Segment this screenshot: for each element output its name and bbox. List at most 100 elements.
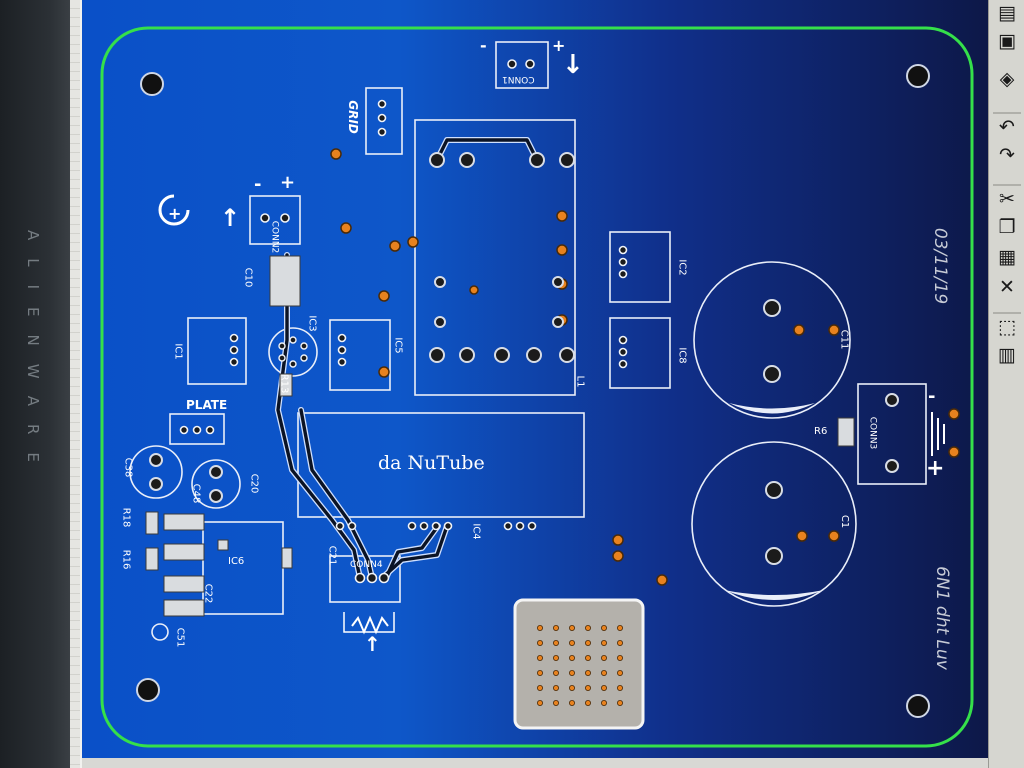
heatsink-pad — [513, 598, 645, 730]
thermal-via — [552, 670, 559, 677]
ic5-outline — [329, 319, 391, 391]
label-ic3: IC3 — [306, 315, 318, 332]
ground-symbol — [931, 412, 945, 456]
via-pad — [389, 240, 401, 252]
ic2-outline — [609, 231, 671, 303]
thermal-via — [584, 670, 591, 677]
redo-icon[interactable]: ↷ — [999, 144, 1015, 166]
th-pad — [429, 152, 445, 168]
via-pad — [612, 534, 624, 546]
ic6-outline — [202, 521, 284, 615]
save-icon[interactable]: ▣ — [998, 30, 1016, 52]
via-pad — [556, 210, 568, 222]
pin — [337, 345, 347, 355]
r6-res — [837, 417, 855, 447]
l1-outline — [414, 119, 576, 396]
th-pad — [434, 276, 446, 288]
th-pad — [209, 489, 223, 503]
grid-conn-outline — [365, 87, 403, 155]
select-icon[interactable]: ⬚ — [993, 312, 1021, 340]
pin — [337, 357, 347, 367]
thermal-via — [584, 625, 591, 632]
th-pad — [885, 459, 899, 473]
minus-sign-conn3: - — [928, 386, 936, 407]
ic4-outline — [297, 412, 585, 518]
r16-res — [145, 547, 159, 571]
pin — [618, 335, 628, 345]
label-c11: C11 — [838, 329, 850, 350]
group-icon[interactable]: ▥ — [998, 344, 1016, 366]
undo-icon[interactable]: ↶ — [993, 112, 1021, 140]
label-r16: R16 — [120, 549, 132, 570]
thermal-via — [601, 655, 608, 662]
paste-icon[interactable]: ▦ — [998, 246, 1016, 268]
cut-icon[interactable]: ✂ — [993, 184, 1021, 212]
c38-outline — [129, 445, 183, 499]
thermal-via — [552, 640, 559, 647]
via-pad — [828, 530, 840, 542]
via-pad — [828, 324, 840, 336]
bezel-brand: ALIENWARE — [24, 230, 42, 480]
ic1-outline — [187, 317, 247, 385]
label-c1: C1 — [839, 514, 851, 529]
pin — [354, 572, 366, 584]
thermal-via — [568, 640, 575, 647]
label-c20: C20 — [248, 473, 260, 494]
orange-pads — [330, 148, 960, 586]
label-conn4: CONN4 — [350, 560, 383, 570]
thermal-via — [568, 700, 575, 707]
monitor-bezel: ALIENWARE — [0, 0, 70, 768]
horizontal-scrollbar[interactable] — [82, 758, 988, 768]
pcb-drawing[interactable] — [82, 0, 988, 758]
pin — [377, 99, 387, 109]
th-pad — [149, 477, 163, 491]
thermal-via — [568, 685, 575, 692]
th-pad — [526, 347, 542, 363]
thermal-via — [568, 670, 575, 677]
via-pad — [656, 574, 668, 586]
pin — [507, 59, 517, 69]
thermal-via — [617, 640, 624, 647]
pin — [443, 521, 453, 531]
resistor-bracket — [343, 612, 395, 633]
mounting-hole — [140, 72, 164, 96]
via-pad — [378, 366, 390, 378]
board-title: da NuTube — [378, 452, 485, 474]
thermal-via — [584, 640, 591, 647]
label-c51: C51 — [174, 627, 186, 648]
r18-res — [145, 511, 159, 535]
c48-cap — [163, 513, 205, 531]
label-r6: R6 — [814, 426, 828, 437]
via-pad — [948, 408, 960, 420]
th-pad — [209, 465, 223, 479]
th-pad — [765, 481, 783, 499]
up-arrow-conn2: ↑ — [220, 204, 241, 232]
label-c21: C21 — [326, 545, 338, 566]
label-c22: C22 — [202, 583, 214, 604]
pin — [192, 425, 202, 435]
ic3-outline — [268, 327, 318, 377]
resistor-symbol — [351, 615, 389, 635]
label-conn2: CONN2 — [269, 220, 280, 254]
plus-sign-conn2: + — [280, 172, 296, 193]
via-pad — [556, 244, 568, 256]
pin — [431, 521, 441, 531]
via-pad — [469, 285, 479, 295]
copy-icon[interactable]: ❐ — [998, 216, 1016, 238]
layer-icon[interactable]: ◈ — [999, 68, 1015, 90]
label-ic5: IC5 — [392, 337, 404, 354]
thermal-via — [536, 700, 543, 707]
mounting-hole — [906, 64, 930, 88]
up-arrow-conn4: ↑ — [364, 632, 381, 656]
folder-icon[interactable]: ▤ — [998, 2, 1016, 24]
board-outline — [100, 26, 974, 748]
pin-rows — [179, 59, 628, 584]
left-ruler — [70, 0, 80, 768]
thermal-via — [536, 655, 543, 662]
label-conn3: CONN3 — [867, 416, 878, 450]
pin — [618, 359, 628, 369]
delete-icon[interactable]: ✕ — [999, 276, 1015, 298]
c22-cap — [163, 575, 205, 593]
pcb-canvas[interactable]: da NuTube 6N1 dht Luv 03/11/19 GRID PLAT… — [82, 0, 988, 758]
thermal-via — [617, 670, 624, 677]
